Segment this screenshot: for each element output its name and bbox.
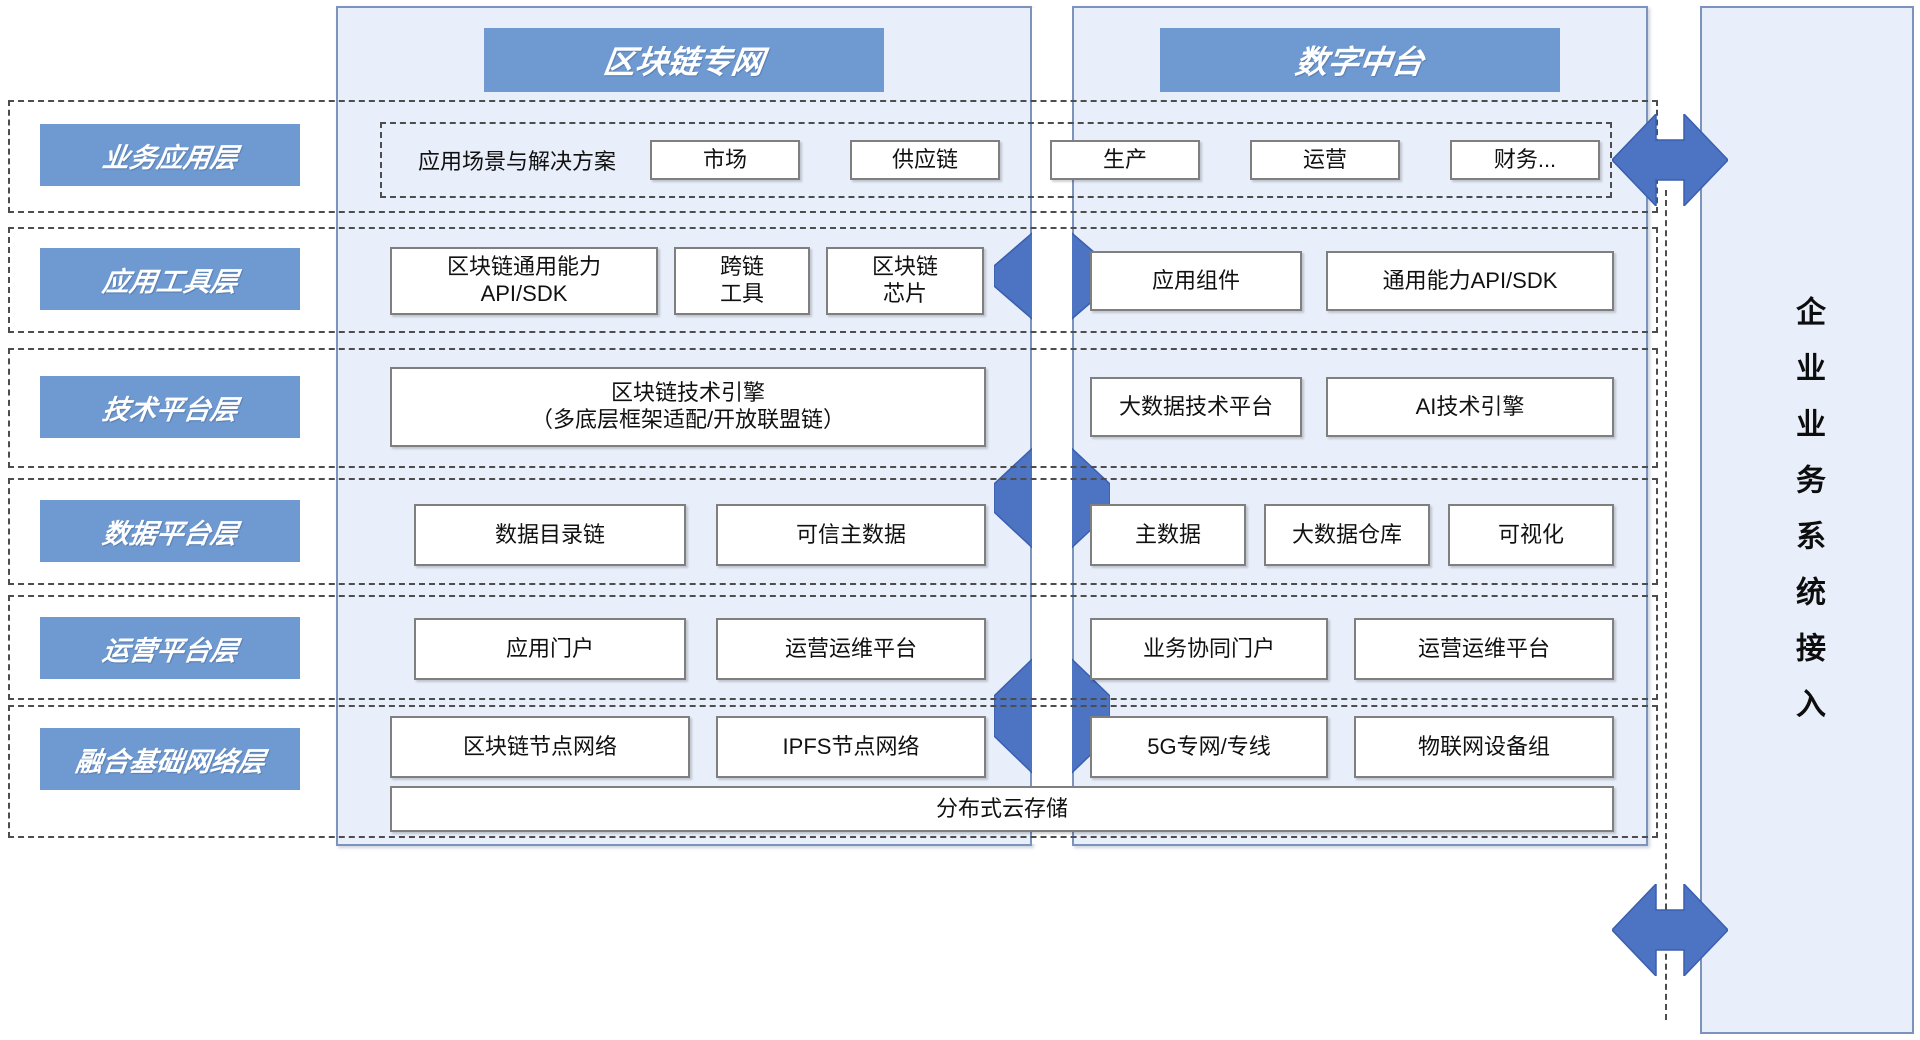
enterprise-access-title: 企业业务系统接入	[1791, 296, 1824, 744]
panel-gap	[1032, 8, 1072, 844]
scenario-box-finance: 财务...	[1450, 140, 1600, 180]
horizontal-double-arrow-icon	[1612, 114, 1728, 206]
box-iot-device-group: 物联网设备组	[1354, 716, 1614, 778]
panel-title-digital-label: 数字中台	[1293, 44, 1427, 80]
layer-label-ops-platform: 运营平台层	[40, 617, 300, 679]
layer-label-text: 数据平台层	[100, 518, 240, 549]
scenario-label: 应用场景与解决方案	[417, 149, 616, 174]
scenario-box-market: 市场	[650, 140, 800, 180]
box-blockchain-engine: 区块链技术引擎 （多底层框架适配/开放联盟链）	[390, 367, 986, 447]
panel-title-blockchain: 区块链专网	[484, 28, 884, 92]
scenario-box-operations: 运营	[1250, 140, 1400, 180]
box-data-catalog-chain: 数据目录链	[414, 504, 686, 566]
layer-label-app-tools: 应用工具层	[40, 248, 300, 310]
box-bigdata-platform: 大数据技术平台	[1090, 377, 1302, 437]
layer-label-network: 融合基础网络层	[40, 728, 300, 790]
box-ipfs-node-network: IPFS节点网络	[716, 716, 986, 778]
panel-title-digital: 数字中台	[1160, 28, 1560, 92]
box-business-collab-portal: 业务协同门户	[1090, 618, 1328, 680]
layer-label-text: 应用工具层	[100, 266, 240, 297]
panel-title-blockchain-label: 区块链专网	[601, 44, 767, 80]
layer-label-text: 融合基础网络层	[73, 746, 267, 777]
box-bigdata-warehouse: 大数据仓库	[1264, 504, 1430, 566]
box-app-portal: 应用门户	[414, 618, 686, 680]
box-ai-engine: AI技术引擎	[1326, 377, 1614, 437]
layer-label-text: 业务应用层	[100, 142, 240, 173]
layer-label-tech-platform: 技术平台层	[40, 376, 300, 438]
scenario-box-production: 生产	[1050, 140, 1200, 180]
horizontal-double-arrow-icon	[1612, 884, 1728, 976]
right-dashed-line	[1665, 190, 1667, 1020]
layer-label-text: 技术平台层	[100, 394, 240, 425]
box-app-components: 应用组件	[1090, 251, 1302, 311]
box-blockchain-node-network: 区块链节点网络	[390, 716, 690, 778]
box-blockchain-chip: 区块链 芯片	[826, 247, 984, 315]
box-trusted-master-data: 可信主数据	[716, 504, 986, 566]
layer-label-data-platform: 数据平台层	[40, 500, 300, 562]
box-ops-maintenance-platform-left: 运营运维平台	[716, 618, 986, 680]
box-ops-maintenance-platform-right: 运营运维平台	[1354, 618, 1614, 680]
enterprise-access-column: 企业业务系统接入	[1700, 6, 1914, 1034]
box-cross-chain-tools: 跨链 工具	[674, 247, 810, 315]
box-general-api-sdk: 通用能力API/SDK	[1326, 251, 1614, 311]
box-5g-private-network: 5G专网/专线	[1090, 716, 1328, 778]
box-blockchain-api-sdk: 区块链通用能力 API/SDK	[390, 247, 658, 315]
box-distributed-cloud-storage: 分布式云存储	[390, 786, 1614, 832]
layer-label-text: 运营平台层	[100, 635, 240, 666]
box-master-data: 主数据	[1090, 504, 1246, 566]
box-visualization: 可视化	[1448, 504, 1614, 566]
layer-label-business-app: 业务应用层	[40, 124, 300, 186]
scenario-box-supply-chain: 供应链	[850, 140, 1000, 180]
